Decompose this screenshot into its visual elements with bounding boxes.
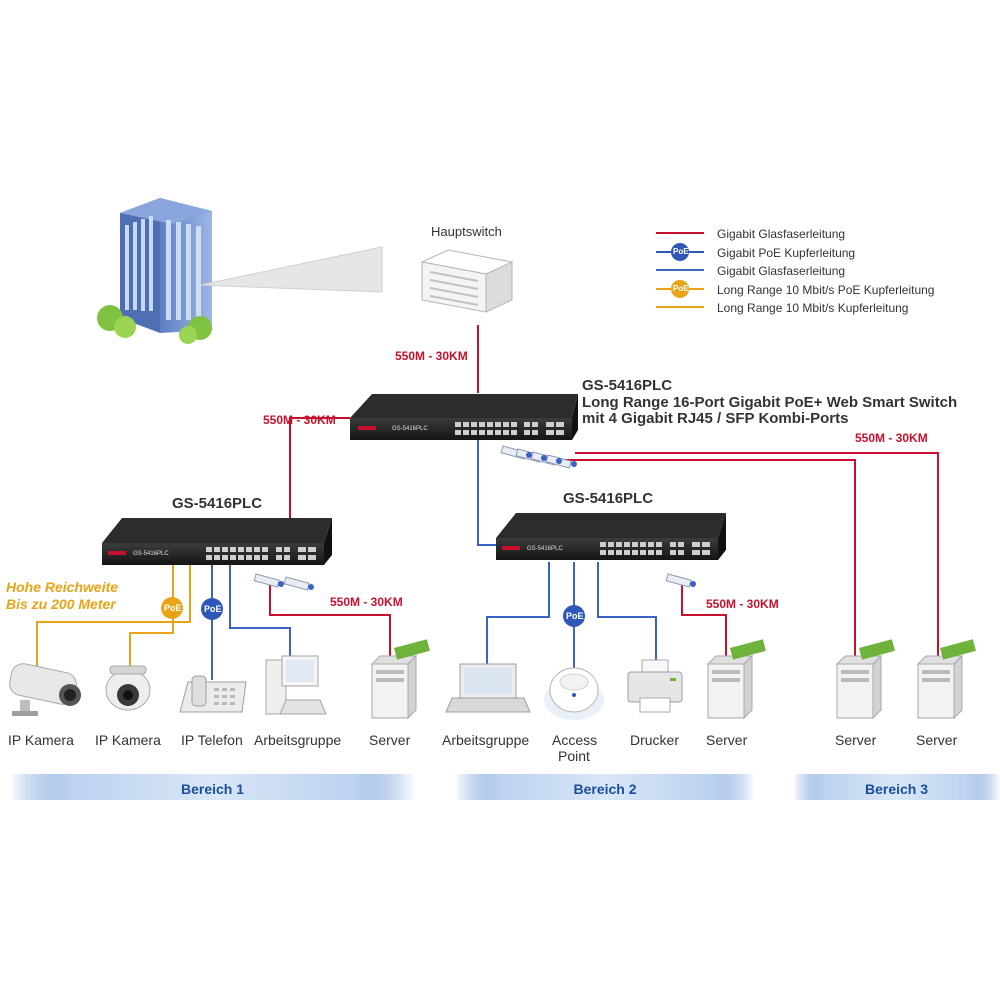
distance-label-main-right: 550M - 30KM (855, 431, 928, 445)
laptop-icon (445, 663, 531, 713)
poe-badge-blue (563, 605, 585, 627)
band-bereich1: Bereich 1 (10, 774, 415, 800)
device-label-server-3: Server (835, 732, 877, 748)
device-label-access-point-line1: Access (552, 732, 598, 748)
device-label-ip-kamera-1: IP Kamera (8, 732, 74, 748)
server-icon (835, 639, 895, 720)
printer-icon (627, 659, 683, 713)
poe-badge-label: PoE (566, 611, 584, 621)
band-bereich2: Bereich 2 (455, 774, 755, 800)
poe-badge-blue (201, 598, 223, 620)
workstation-icon (265, 655, 327, 715)
device-label-ip-telefon: IP Telefon (181, 732, 243, 748)
right-switch-logo: GS-5416PLC (527, 546, 563, 552)
server-icon (916, 639, 976, 720)
main-switch-icon (350, 394, 578, 440)
legend-item-fiber-blue: Gigabit Glasfaserleitung (717, 264, 846, 278)
left-switch-icon (102, 518, 332, 565)
main-switch-desc-line2: mit 4 Gigabit RJ45 / SFP Kombi-Ports (582, 410, 849, 427)
device-label-arbeitsgruppe-2: Arbeitsgruppe (442, 732, 530, 748)
main-switch-logo: GS-5416PLC (392, 426, 428, 432)
poe-badge-orange (161, 597, 183, 619)
band-bereich1-bar (10, 774, 415, 800)
main-switch-name: GS-5416PLC (582, 377, 673, 394)
band-bereich3-label: Bereich 3 (864, 781, 929, 797)
server-icon (706, 639, 766, 720)
building-icon (97, 198, 212, 344)
band-bereich3-bar (793, 774, 1000, 800)
device-label-server-2: Server (706, 732, 748, 748)
device-label-server-1: Server (369, 732, 411, 748)
sfp-module-right-icon (665, 573, 696, 588)
device-label-ip-kamera-2: IP Kamera (95, 732, 161, 748)
callout-wedge (199, 246, 383, 293)
band-bereich2-bar (455, 774, 755, 800)
legend-poe-badge-text: PoE (673, 284, 689, 293)
device-label-access-point-line2: Point (558, 748, 590, 764)
hauptswitch-device-icon (420, 249, 514, 313)
band-bereich1-label: Bereich 1 (180, 781, 245, 797)
poe-badge-label: PoE (164, 603, 182, 613)
main-switch-desc-line1: Long Range 16-Port Gigabit PoE+ Web Smar… (582, 394, 958, 411)
device-label-server-4: Server (916, 732, 958, 748)
left-switch-name: GS-5416PLC (172, 495, 263, 512)
right-switch-icon (496, 513, 726, 560)
legend-poe-badge-text: PoE (673, 247, 689, 256)
device-label-arbeitsgruppe-1: Arbeitsgruppe (254, 732, 342, 748)
band-bereich2-label: Bereich 2 (573, 781, 637, 797)
distance-label-bereich1-server: 550M - 30KM (330, 595, 403, 609)
ip-phone-icon (179, 675, 247, 713)
fiber-lines (269, 325, 939, 665)
copper-lines (211, 440, 657, 680)
distance-label-main-left: 550M - 30KM (263, 413, 336, 427)
server-icon (370, 639, 430, 720)
legend-item-poe-copper: Gigabit PoE Kupferleitung (717, 246, 856, 260)
legend-item-fiber-red: Gigabit Glasfaserleitung (717, 227, 846, 241)
long-range-note-line1: Hohe Reichweite (6, 579, 119, 595)
dome-camera-icon (105, 665, 151, 711)
distance-label-bereich2-server: 550M - 30KM (706, 597, 779, 611)
hauptswitch-label: Hauptswitch (431, 224, 502, 239)
sfp-modules-icon (500, 445, 577, 469)
device-label-drucker: Drucker (630, 732, 680, 748)
legend-lines (656, 232, 704, 308)
distance-label-main-top: 550M - 30KM (395, 349, 468, 363)
legend-item-long-range-poe: Long Range 10 Mbit/s PoE Kupferleitung (717, 283, 935, 297)
left-switch-logo: GS-5416PLC (133, 551, 169, 557)
bullet-camera-icon (9, 663, 81, 716)
access-point-icon (544, 667, 604, 720)
band-bereich3: Bereich 3 (793, 774, 1000, 800)
sfp-modules-left-icon (253, 573, 314, 591)
poe-badge-label: PoE (204, 604, 222, 614)
legend-item-long-range: Long Range 10 Mbit/s Kupferleitung (717, 301, 909, 315)
long-range-note-line2: Bis zu 200 Meter (6, 596, 116, 612)
right-switch-name: GS-5416PLC (563, 490, 654, 507)
